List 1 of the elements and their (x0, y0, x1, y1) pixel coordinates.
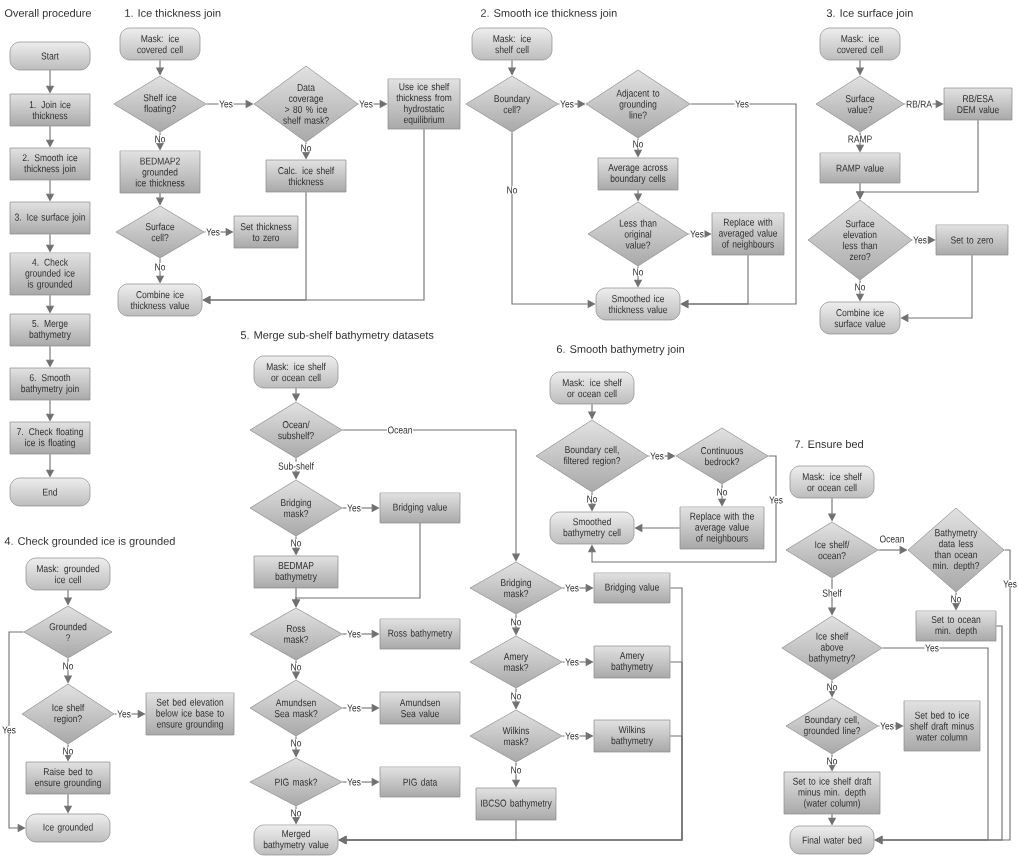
arrow (587, 455, 777, 563)
